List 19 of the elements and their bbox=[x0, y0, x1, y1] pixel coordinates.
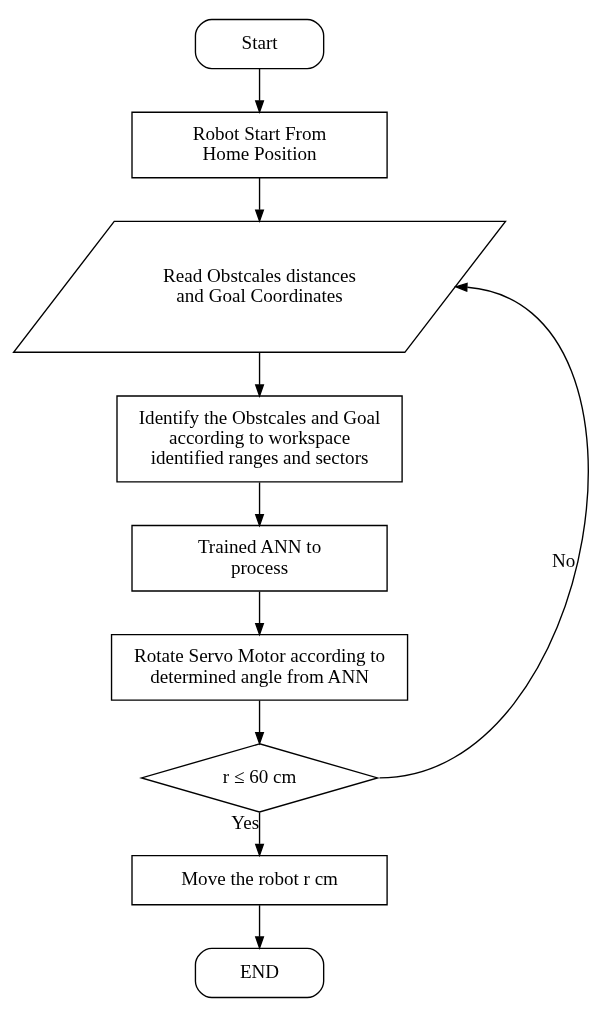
node-box: Identify the Obstcales and Goal according to workspace identified ranges and sectors bbox=[116, 395, 403, 483]
node-box: END bbox=[194, 947, 325, 999]
edge-label: Yes bbox=[231, 811, 260, 833]
arrow bbox=[254, 177, 265, 224]
arrow bbox=[254, 481, 265, 528]
node-box: Rotate Servo Motor according to determined angle from ANN bbox=[110, 634, 409, 701]
node-box: Start bbox=[194, 18, 325, 70]
edge-label: No bbox=[551, 550, 576, 572]
node-box: Trained ANN to process bbox=[131, 524, 388, 592]
arrow bbox=[254, 699, 265, 746]
arrow bbox=[254, 811, 265, 858]
node-diamond: r ≤ 60 cm bbox=[139, 743, 380, 813]
node-box: Robot Start From Home Position bbox=[131, 111, 388, 179]
node-box: Move the robot r cm bbox=[131, 855, 388, 906]
arrow bbox=[254, 351, 265, 398]
arrow bbox=[254, 904, 265, 950]
arrow bbox=[254, 67, 265, 114]
arrow bbox=[254, 590, 265, 637]
arrow bbox=[378, 282, 589, 779]
